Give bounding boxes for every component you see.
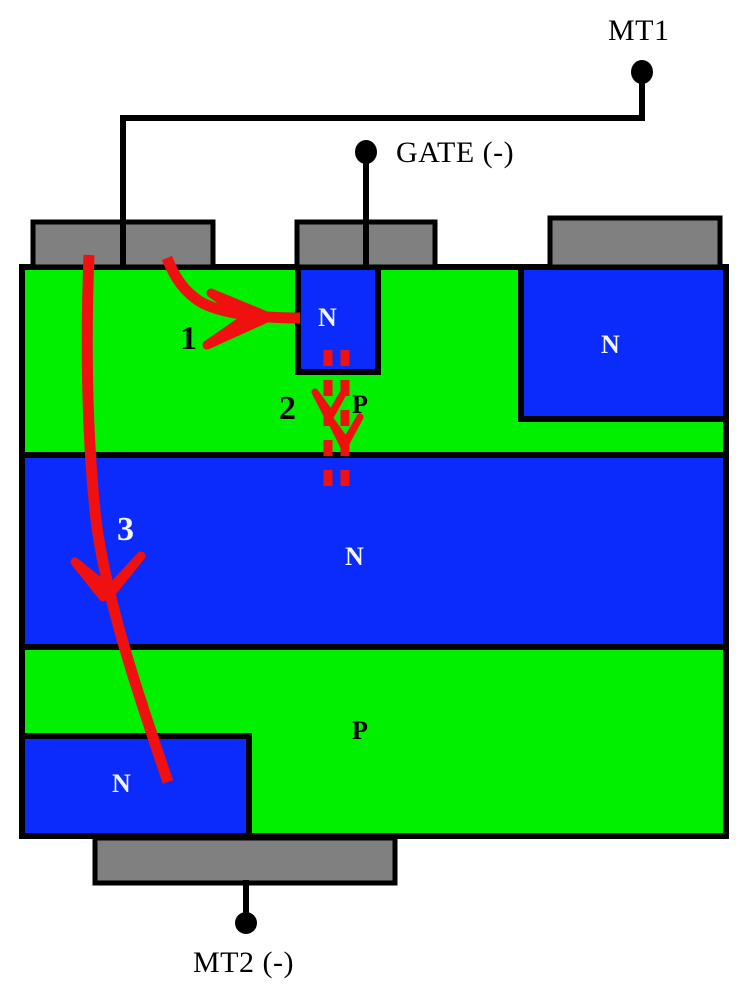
region-label-n-mt2-emitter: N (112, 769, 131, 798)
region-label-n-gate-emitter: N (318, 303, 337, 332)
current-path-2 (311, 350, 364, 490)
region-label-p-lower: P (352, 716, 368, 745)
region-n-drift-base (19, 452, 729, 650)
terminal-label-mt1: MT1 (608, 14, 670, 47)
region-n-mt2-emitter (19, 733, 252, 839)
mt1-right-metal-contact[interactable] (547, 215, 723, 270)
region-n-mt1-emitter (518, 264, 729, 422)
current-path-2-arrowhead-b (326, 413, 364, 451)
terminal-dots (235, 60, 653, 934)
region-label-p-upper: P (352, 390, 368, 419)
terminal-label-mt2: MT2 (-) (193, 946, 294, 979)
region-n-gate-emitter (295, 264, 381, 375)
current-path-2-arrowhead-a (311, 386, 349, 423)
current-path-1-arrowhead (202, 288, 274, 350)
region-stack (19, 264, 729, 839)
mt1-bus-wire (120, 75, 645, 270)
region-label-n-drift-base: N (345, 542, 364, 571)
current-path-3 (70, 254, 174, 784)
step-number-2: 2 (279, 390, 296, 427)
region-label-n-mt1-emitter: N (601, 330, 620, 359)
current-path-3-line (81, 254, 174, 784)
gate-terminal-dot[interactable] (355, 140, 377, 164)
step-number-3: 3 (117, 511, 134, 548)
step-number-1: 1 (180, 320, 197, 357)
mt2-metal-contact[interactable] (92, 835, 398, 886)
mt2-terminal-dot[interactable] (235, 912, 257, 934)
terminal-label-gate: GATE (-) (396, 136, 515, 169)
mt1-terminal-dot[interactable] (631, 60, 653, 84)
current-path-1 (161, 255, 301, 350)
current-path-3-arrowhead (70, 551, 146, 602)
